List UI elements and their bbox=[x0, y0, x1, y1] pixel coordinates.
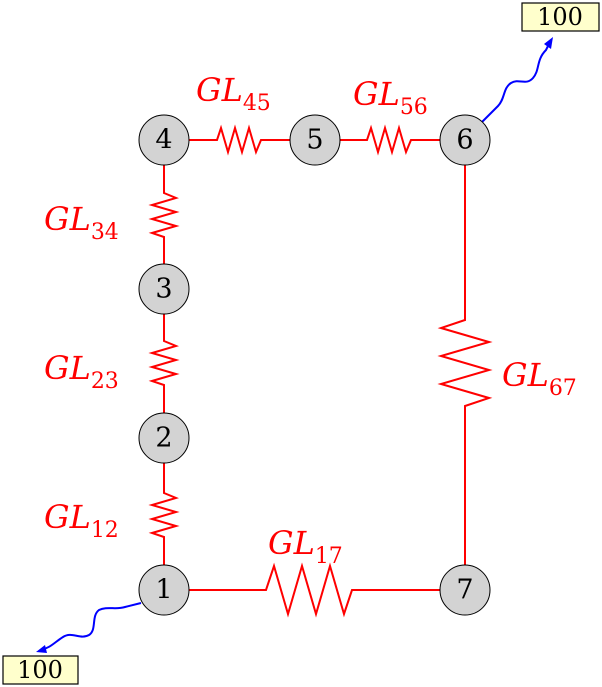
node-7: 7 bbox=[439, 564, 491, 616]
node-label: 7 bbox=[456, 575, 473, 606]
conductance-gl67 bbox=[437, 165, 493, 565]
label-gl67: GL67 bbox=[502, 356, 577, 401]
boundary-box-node6: 100 bbox=[521, 2, 600, 32]
label-gl23: GL23 bbox=[44, 349, 119, 394]
heat-flow-arrow-node6 bbox=[481, 37, 553, 123]
conductance-gl23 bbox=[148, 313, 180, 413]
boundary-value: 100 bbox=[537, 3, 583, 31]
node-6: 6 bbox=[439, 114, 491, 166]
node-5: 5 bbox=[289, 114, 341, 166]
node-3: 3 bbox=[138, 263, 190, 315]
conductance-gl12 bbox=[148, 463, 180, 565]
node-label: 2 bbox=[155, 423, 172, 454]
boundary-value: 100 bbox=[17, 656, 63, 684]
conductance-gl34 bbox=[148, 165, 180, 265]
node-label: 3 bbox=[155, 274, 172, 305]
label-gl34: GL34 bbox=[44, 200, 119, 245]
node-label: 5 bbox=[306, 125, 323, 156]
label-gl56: GL56 bbox=[353, 75, 428, 120]
boundary-box-node1: 100 bbox=[2, 655, 79, 685]
node-label: 4 bbox=[155, 125, 172, 156]
heat-flow-arrow-node1 bbox=[36, 602, 142, 653]
conductance-gl45 bbox=[189, 124, 291, 156]
node-1: 1 bbox=[138, 564, 190, 616]
node-label: 1 bbox=[155, 575, 172, 606]
conductance-gl56 bbox=[339, 124, 441, 156]
label-gl17: GL17 bbox=[268, 524, 343, 569]
label-gl12: GL12 bbox=[44, 498, 119, 543]
node-2: 2 bbox=[138, 412, 190, 464]
conductance-gl17 bbox=[189, 562, 441, 618]
node-4: 4 bbox=[138, 114, 190, 166]
label-gl45: GL45 bbox=[196, 71, 271, 116]
node-label: 6 bbox=[456, 125, 473, 156]
